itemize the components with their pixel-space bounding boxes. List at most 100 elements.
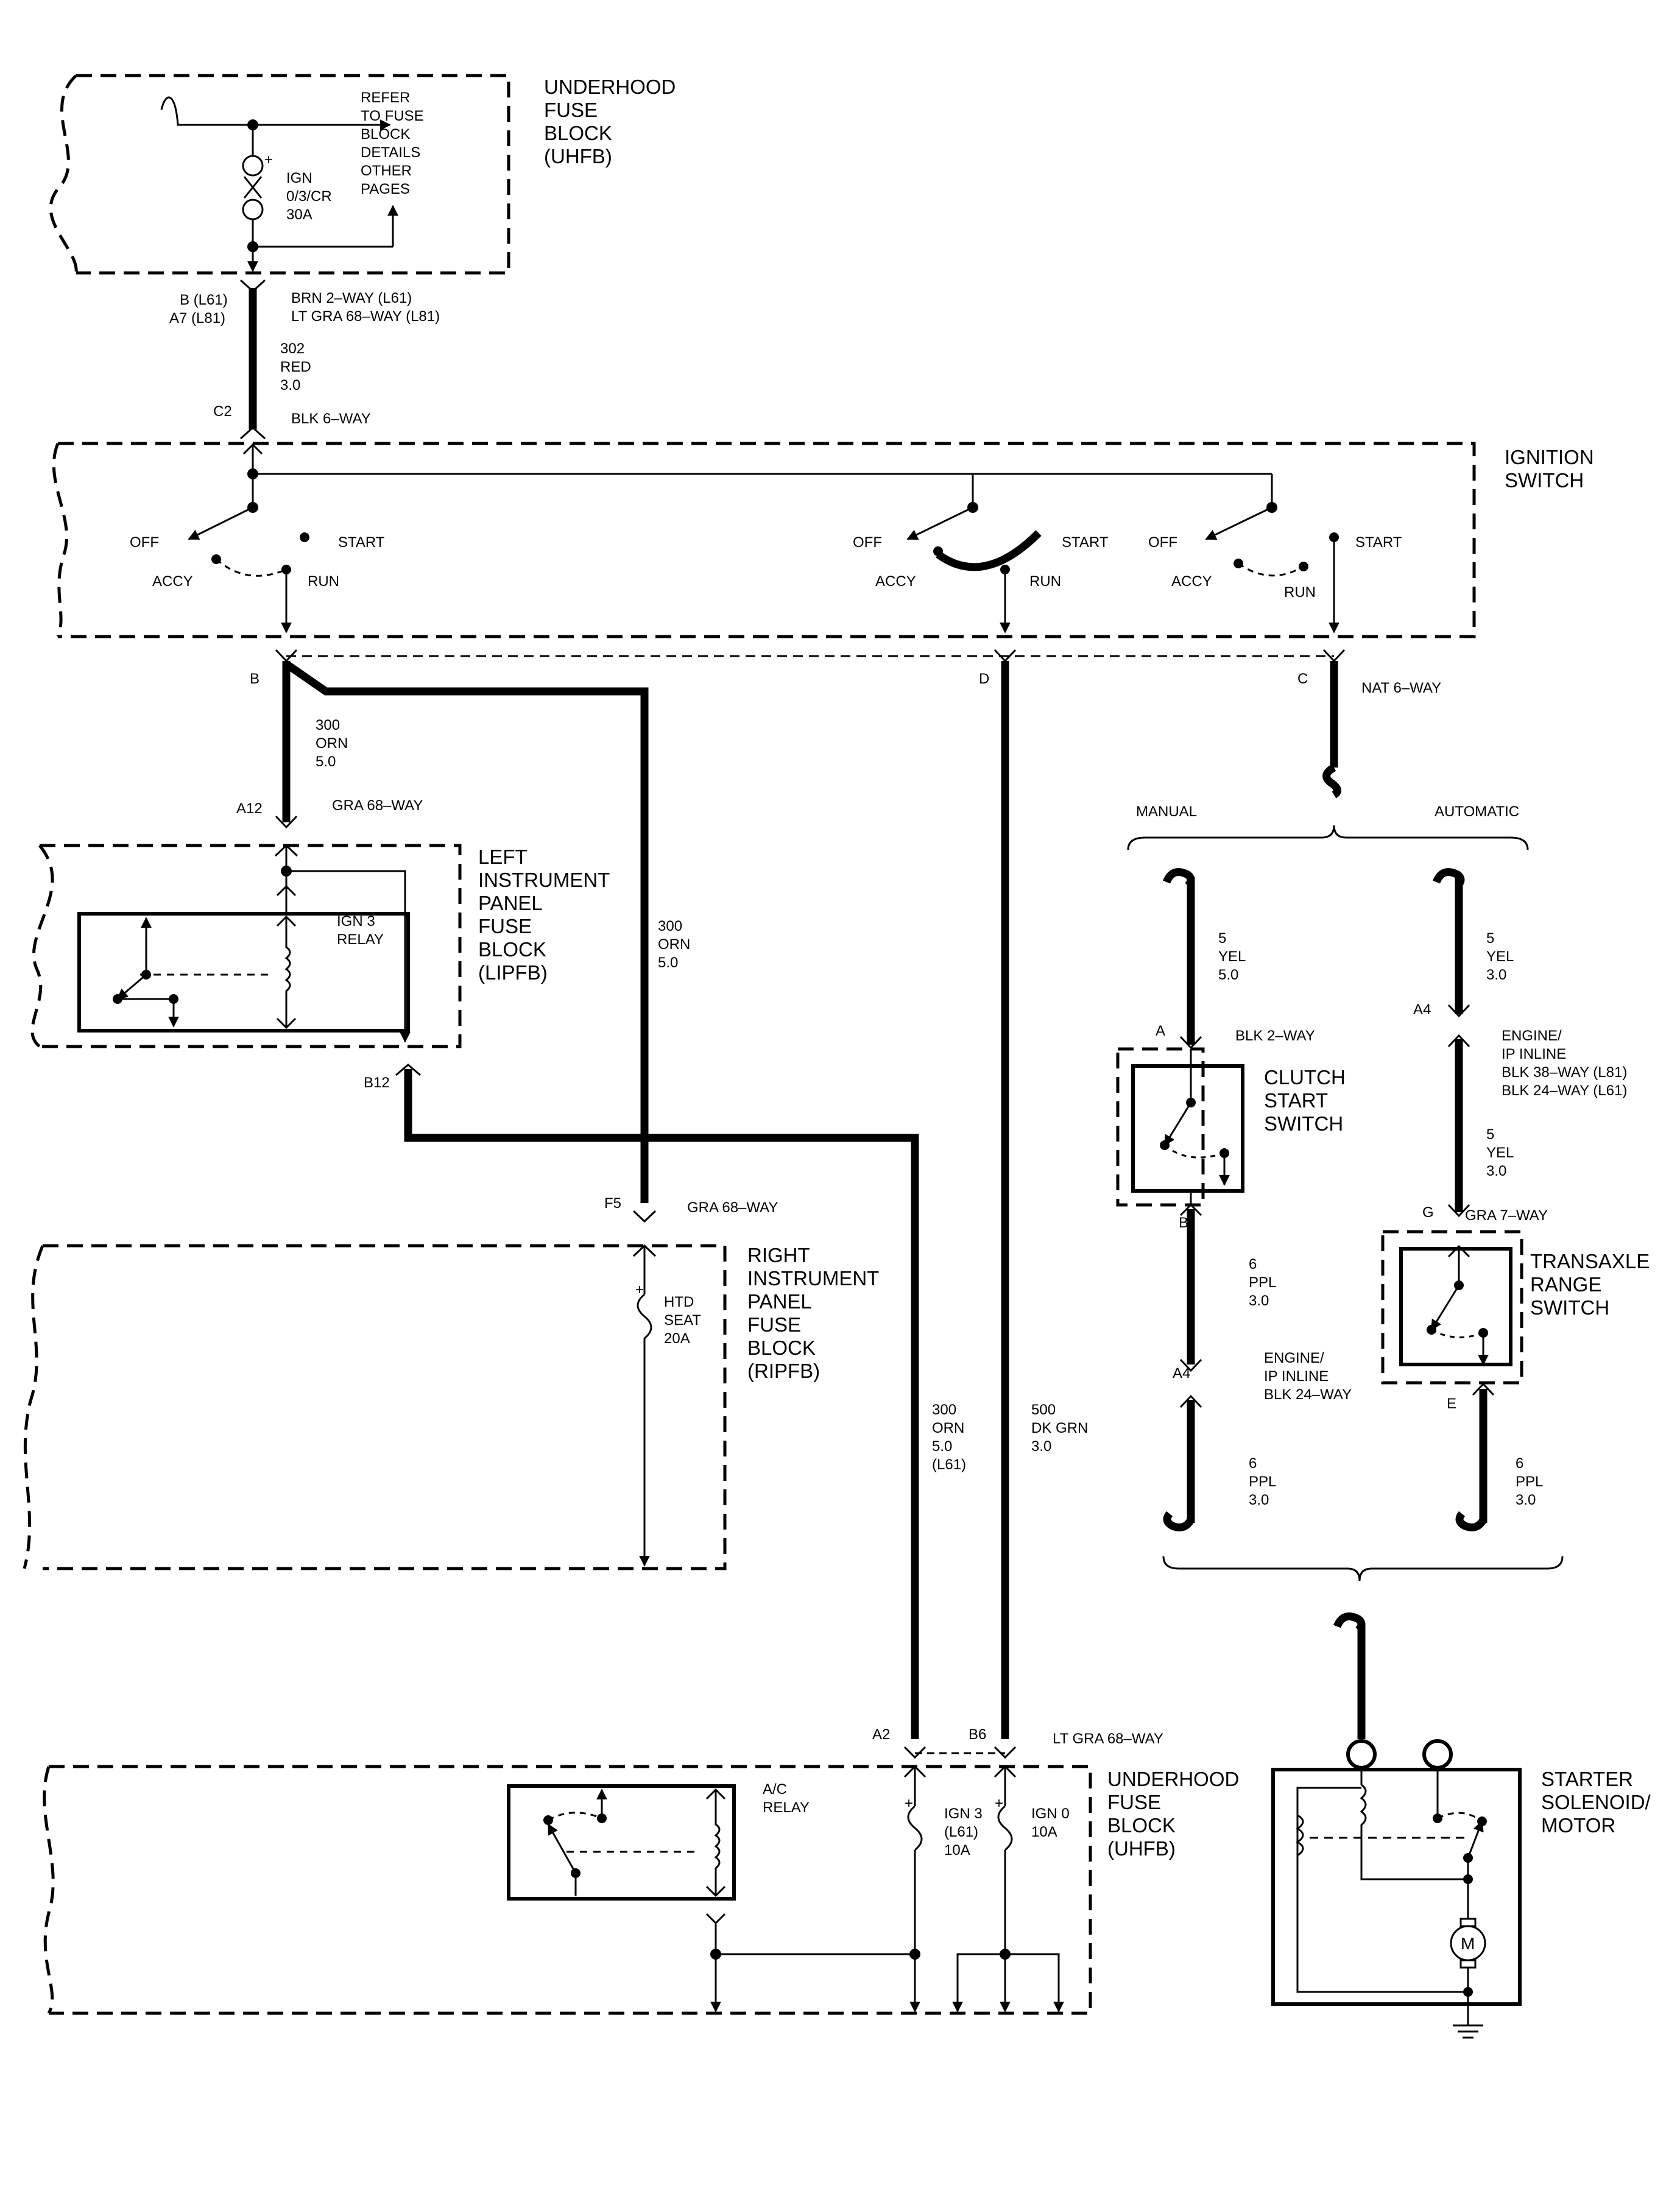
connector-clutch-blk-2way: BLK 2–WAY: [1235, 1028, 1315, 1044]
pin-c2: C2: [213, 403, 232, 420]
connector-a12-gra-68way: GRA 68–WAY: [332, 797, 423, 814]
htd-seat-line-2: SEAT: [664, 1312, 701, 1329]
manual-path: 5 YEL 5.0 A BLK 2–WAY CLUTCH START SWITC…: [1116, 868, 1352, 1531]
pin-e: E: [1447, 1396, 1456, 1412]
w300-l61-num: 300: [932, 1402, 956, 1418]
ign-fuse-line-1: IGN: [286, 170, 312, 186]
transaxle-title-3: SWITCH: [1530, 1296, 1609, 1319]
sw1-run: RUN: [308, 573, 339, 590]
connector-b6-lt-gra-68way: LT GRA 68–WAY: [1053, 1731, 1163, 1747]
w5-manual-color: YEL: [1218, 948, 1246, 965]
inline-manual-1: ENGINE/: [1264, 1350, 1324, 1366]
ac-relay: A/C RELAY: [543, 1781, 810, 1898]
pin-a2: A2: [872, 1726, 890, 1743]
svg-text:+: +: [995, 1795, 1003, 1812]
w5-auto-2-gauge: 3.0: [1486, 1163, 1506, 1179]
pin-b-l61: B (L61): [180, 292, 228, 308]
uhfb-top-title-4: (UHFB): [544, 145, 612, 168]
lipfb-title-5: BLOCK: [478, 938, 546, 961]
starter-title-3: MOTOR: [1541, 1814, 1615, 1837]
starter-title-2: SOLENOID/: [1541, 1791, 1651, 1813]
refer-line-3: BLOCK: [361, 126, 410, 143]
refer-line-5: OTHER: [361, 163, 412, 179]
inline-auto-3: BLK 38–WAY (L81): [1502, 1064, 1627, 1081]
ign3-fuse-line-1: IGN 3: [944, 1806, 983, 1822]
lipfb-title-2: INSTRUMENT: [478, 869, 610, 891]
pin-b-clutch: B: [1179, 1215, 1188, 1231]
pin-f5: F5: [604, 1195, 621, 1212]
w5-auto-1-gauge: 3.0: [1486, 967, 1506, 983]
lipfb-title-4: FUSE: [478, 915, 532, 937]
pin-a12: A12: [236, 800, 263, 817]
sw1-off: OFF: [130, 534, 159, 551]
ign0-fuse-line-1: IGN 0: [1031, 1806, 1070, 1822]
w5-manual-gauge: 5.0: [1218, 967, 1238, 983]
pin-b12: B12: [364, 1075, 390, 1091]
w300-mid-color: ORN: [658, 936, 690, 953]
uhfb-top-title: UNDERHOOD FUSE BLOCK (UHFB): [544, 76, 676, 168]
w6-manual-2-gauge: 3.0: [1249, 1492, 1269, 1508]
sw2-run: RUN: [1029, 573, 1061, 590]
w500-gauge: 3.0: [1031, 1438, 1051, 1455]
ignition-switch-title-1: IGNITION: [1505, 446, 1594, 468]
connector-nat-6way: NAT 6–WAY: [1361, 680, 1441, 696]
w6-manual-1-num: 6: [1249, 1256, 1257, 1273]
refer-line-1: REFER: [361, 90, 410, 106]
ign3-fuse-line-3: 10A: [944, 1842, 970, 1859]
starter-title-1: STARTER: [1541, 1768, 1633, 1790]
wire-302-red: B (L61) A7 (L81) BRN 2–WAY (L61) LT GRA …: [169, 279, 440, 440]
fuse-ign-0-3-cr: [242, 155, 264, 221]
ign3-relay-line-1: IGN 3: [337, 913, 375, 930]
ripfb-title-6: (RIPFB): [747, 1360, 820, 1382]
connector-blk-6way: BLK 6–WAY: [291, 411, 371, 427]
connector-f5: F5 GRA 68–WAY: [604, 1195, 778, 1223]
pin-g: G: [1422, 1204, 1434, 1221]
sw2-start: START: [1062, 534, 1109, 551]
wire-302-gauge: 3.0: [280, 377, 300, 394]
refer-note: REFER TO FUSE BLOCK DETAILS OTHER PAGES: [361, 90, 424, 197]
uhfb-top-title-2: FUSE: [544, 99, 598, 121]
refer-line-2: TO FUSE: [361, 108, 424, 124]
pin-c: C: [1297, 671, 1308, 687]
lipfb-title-1: LEFT: [478, 846, 528, 868]
ign-fuse-line-2: 0/3/CR: [286, 188, 332, 205]
ignition-switch-title-2: SWITCH: [1505, 469, 1584, 492]
connector-g-gra-7way: GRA 7–WAY: [1465, 1207, 1548, 1224]
uhfb-bottom-title-2: FUSE: [1107, 1791, 1161, 1813]
w6-auto-gauge: 3.0: [1516, 1492, 1536, 1508]
uhfb-bottom-title-4: (UHFB): [1107, 1837, 1176, 1860]
w300-l61-gauge: 5.0: [932, 1438, 952, 1455]
w5-auto-1-color: YEL: [1486, 948, 1514, 965]
connector-row-ignition: B D C NAT 6–WAY: [250, 649, 1441, 696]
w5-auto-2-color: YEL: [1486, 1145, 1514, 1161]
pin-a-clutch: A: [1156, 1023, 1165, 1039]
sw2-accy: ACCY: [875, 573, 916, 590]
uhfb-bottom-title-3: BLOCK: [1107, 1814, 1176, 1837]
wire-start-branch: MANUAL AUTOMATIC: [1127, 661, 1529, 850]
ign3-relay: IGN 3 RELAY: [113, 913, 384, 1029]
ground-icon: [1453, 2024, 1483, 2039]
sw1-accy: ACCY: [152, 573, 193, 590]
w6-manual-1-gauge: 3.0: [1249, 1293, 1269, 1309]
pin-a4-manual: A4: [1173, 1365, 1190, 1382]
uhfb-top-title-1: UNDERHOOD: [544, 76, 676, 98]
pin-b6: B6: [969, 1726, 986, 1743]
clutch-title-3: SWITCH: [1264, 1112, 1343, 1135]
w500-color: DK GRN: [1031, 1420, 1088, 1436]
automatic-path: 5 YEL 3.0 A4 ENGINE/ IP INLINE BLK 38–WA…: [1381, 868, 1650, 1531]
lipfb-title-6: (LIPFB): [478, 961, 548, 984]
w300-mid-gauge: 5.0: [658, 955, 678, 971]
sw3-off: OFF: [1148, 534, 1177, 551]
uhfb-bottom-title-1: UNDERHOOD: [1107, 1768, 1239, 1790]
ripfb-title-2: INSTRUMENT: [747, 1267, 879, 1290]
wire-300-orn-l61: B12 300 ORN 5.0 (L61): [364, 1064, 966, 1739]
wire-302-num: 302: [280, 341, 305, 357]
transaxle-range-switch: TRANSAXLE RANGE SWITCH: [1381, 1230, 1650, 1385]
left-instrument-panel-fuse-block: IGN 3 RELAY LEFT INSTRUMENT PANEL FUSE B…: [30, 844, 610, 1048]
svg-text:+: +: [635, 1282, 644, 1298]
w300-left-color: ORN: [316, 735, 348, 752]
sw3-accy: ACCY: [1171, 573, 1212, 590]
connector-brn-2way: BRN 2–WAY (L61): [291, 290, 412, 306]
inline-manual-3: BLK 24–WAY: [1264, 1386, 1352, 1403]
